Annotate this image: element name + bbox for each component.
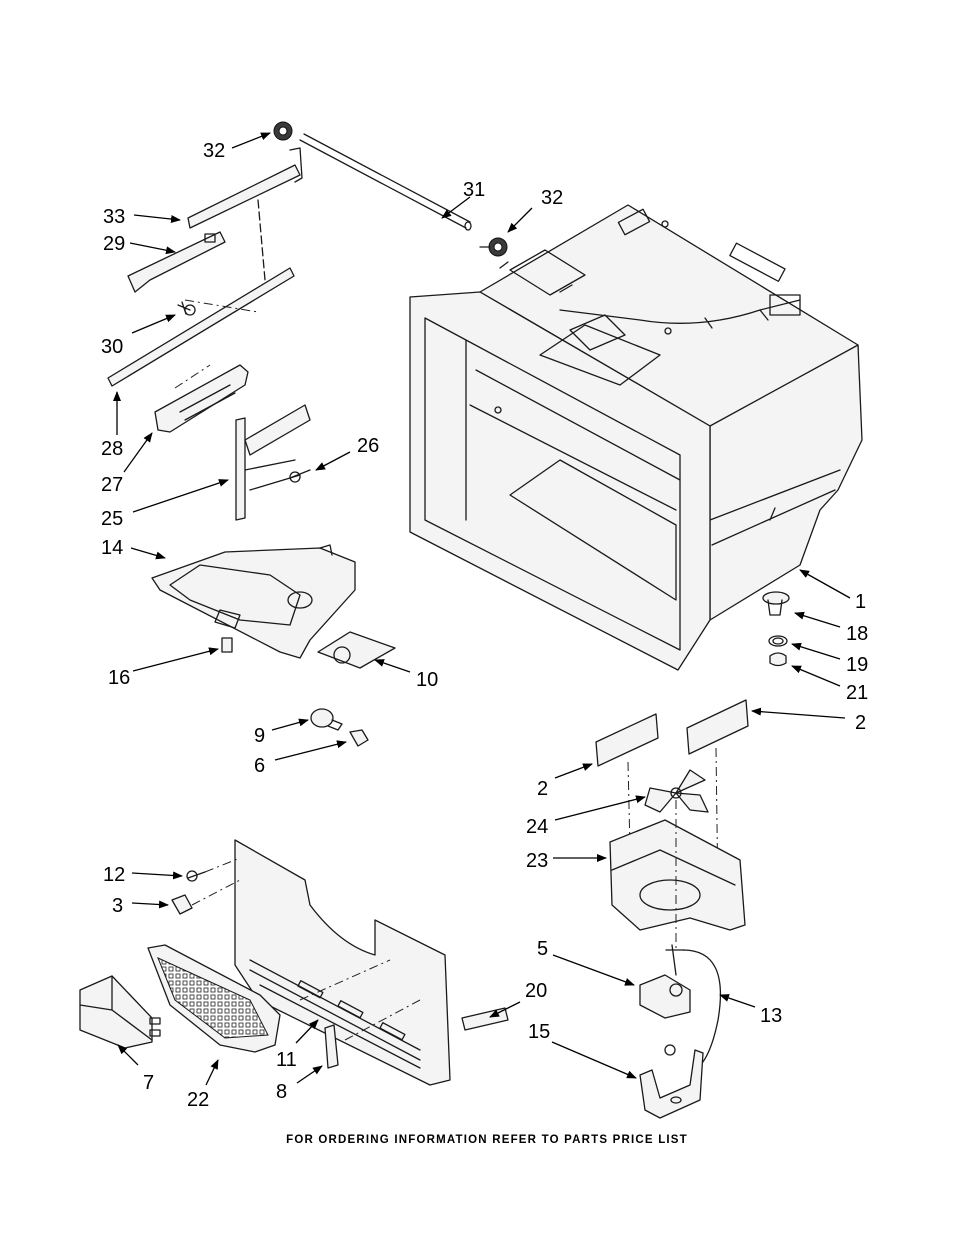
callout-9: 9 — [254, 725, 265, 747]
callout-15: 15 — [528, 1021, 550, 1043]
callout-7: 7 — [143, 1072, 154, 1094]
callout-14: 14 — [101, 537, 123, 559]
callout-32-right: 32 — [541, 187, 563, 209]
leader-15 — [552, 1042, 636, 1078]
callout-23: 23 — [526, 850, 548, 872]
leader-25 — [133, 480, 228, 512]
callout-29: 29 — [103, 233, 125, 255]
leader-2-left — [555, 764, 592, 778]
callout-5: 5 — [537, 938, 548, 960]
callout-1: 1 — [855, 591, 866, 613]
leader-30 — [132, 315, 175, 333]
leader-13 — [720, 995, 755, 1007]
callout-19: 19 — [846, 654, 868, 676]
callout-2-left: 2 — [537, 778, 548, 800]
leader-14 — [131, 548, 165, 558]
leader-33 — [134, 215, 180, 220]
evaporator-fan-parts — [596, 700, 748, 950]
callout-26: 26 — [357, 435, 379, 457]
leader-22 — [206, 1060, 218, 1085]
leader-26 — [316, 452, 350, 470]
leader-16 — [133, 649, 218, 671]
rear-panel-assembly — [172, 840, 450, 1085]
freezer-liner — [410, 205, 862, 670]
callout-27: 27 — [101, 474, 123, 496]
callout-30: 30 — [101, 336, 123, 358]
leader-32-right — [508, 208, 532, 232]
leader-18 — [795, 613, 840, 627]
callout-28: 28 — [101, 438, 123, 460]
footer-note: FOR ORDERING INFORMATION REFER TO PARTS … — [286, 1134, 688, 1146]
callout-20: 20 — [525, 980, 547, 1002]
callout-33: 33 — [103, 206, 125, 228]
callout-11: 11 — [276, 1049, 297, 1071]
callout-21: 21 — [846, 682, 868, 704]
callout-16: 16 — [108, 667, 130, 689]
callout-25: 25 — [101, 508, 123, 530]
leader-12 — [132, 873, 182, 876]
leader-32-left — [232, 133, 270, 148]
callout-22: 22 — [187, 1089, 209, 1111]
callout-10: 10 — [416, 669, 438, 691]
callout-13: 13 — [760, 1005, 782, 1027]
control-housing — [152, 545, 395, 668]
leader-10 — [375, 660, 410, 672]
leader-24 — [555, 797, 645, 820]
leader-7 — [118, 1045, 138, 1065]
callout-12: 12 — [103, 864, 125, 886]
callout-24: 24 — [526, 816, 548, 838]
leader-8 — [297, 1066, 322, 1083]
callout-8: 8 — [276, 1081, 287, 1103]
leader-6 — [275, 742, 346, 760]
leader-2-right — [752, 711, 845, 718]
leader-29 — [130, 243, 175, 252]
callout-3: 3 — [112, 895, 123, 917]
leader-27 — [124, 433, 152, 472]
callout-18: 18 — [846, 623, 868, 645]
callout-6: 6 — [254, 755, 265, 777]
callout-31: 31 — [463, 179, 485, 201]
leader-9 — [272, 720, 308, 730]
leader-1 — [800, 570, 850, 598]
callout-2-right: 2 — [855, 712, 866, 734]
callout-32-left: 32 — [203, 140, 225, 162]
lamp-parts — [311, 709, 368, 746]
leader-5 — [553, 955, 634, 985]
leader-21 — [792, 666, 840, 686]
fan-motor-assembly — [640, 945, 720, 1118]
drain-parts — [763, 592, 789, 666]
leader-3 — [132, 903, 168, 905]
leader-19 — [792, 644, 840, 659]
